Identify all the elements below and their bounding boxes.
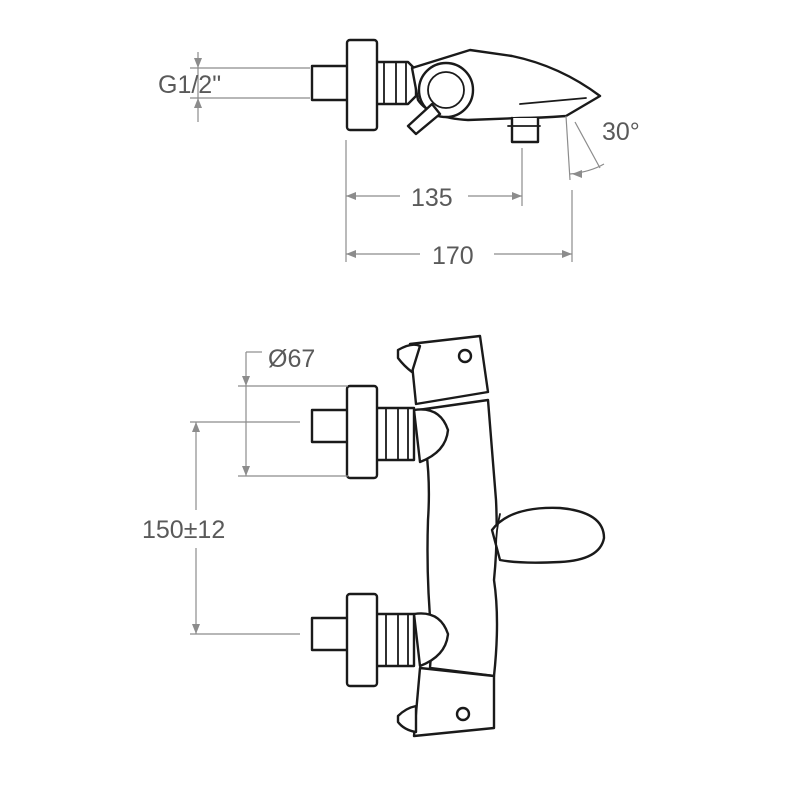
- front-lever-handle: [490, 506, 606, 564]
- side-escutcheon: [345, 38, 379, 132]
- front-body: [416, 398, 499, 678]
- angle-dimension: 30°: [565, 115, 640, 181]
- side-inlet-pipe: [310, 64, 350, 102]
- front-upper-inlet-pipe: [310, 408, 350, 444]
- front-upper-cone: [412, 408, 450, 464]
- spacing-label: 150±12: [142, 516, 225, 544]
- depth-170-label: 170: [432, 242, 474, 270]
- side-view: [310, 38, 602, 144]
- front-top-cap: [408, 334, 490, 406]
- front-lower-cone: [412, 612, 450, 668]
- diameter-label: Ø67: [268, 345, 315, 373]
- spacing-dimension: 150±12: [142, 421, 300, 635]
- front-bottom-cap: [412, 666, 496, 738]
- depth-135-label: 135: [411, 184, 453, 212]
- thread-label: G1/2": [158, 71, 221, 99]
- front-lower-escutcheon: [345, 592, 379, 688]
- front-upper-escutcheon: [345, 384, 379, 480]
- side-lever: [406, 102, 442, 136]
- side-outlet: [510, 116, 540, 144]
- front-view: [310, 334, 606, 738]
- thread-dimension: G1/2": [158, 52, 310, 122]
- depth-170-dimension: 170: [346, 190, 573, 270]
- diameter-dimension: Ø67: [238, 345, 348, 477]
- front-lower-inlet-pipe: [310, 616, 350, 652]
- angle-label: 30°: [602, 118, 640, 146]
- depth-135-dimension: 135: [345, 140, 523, 262]
